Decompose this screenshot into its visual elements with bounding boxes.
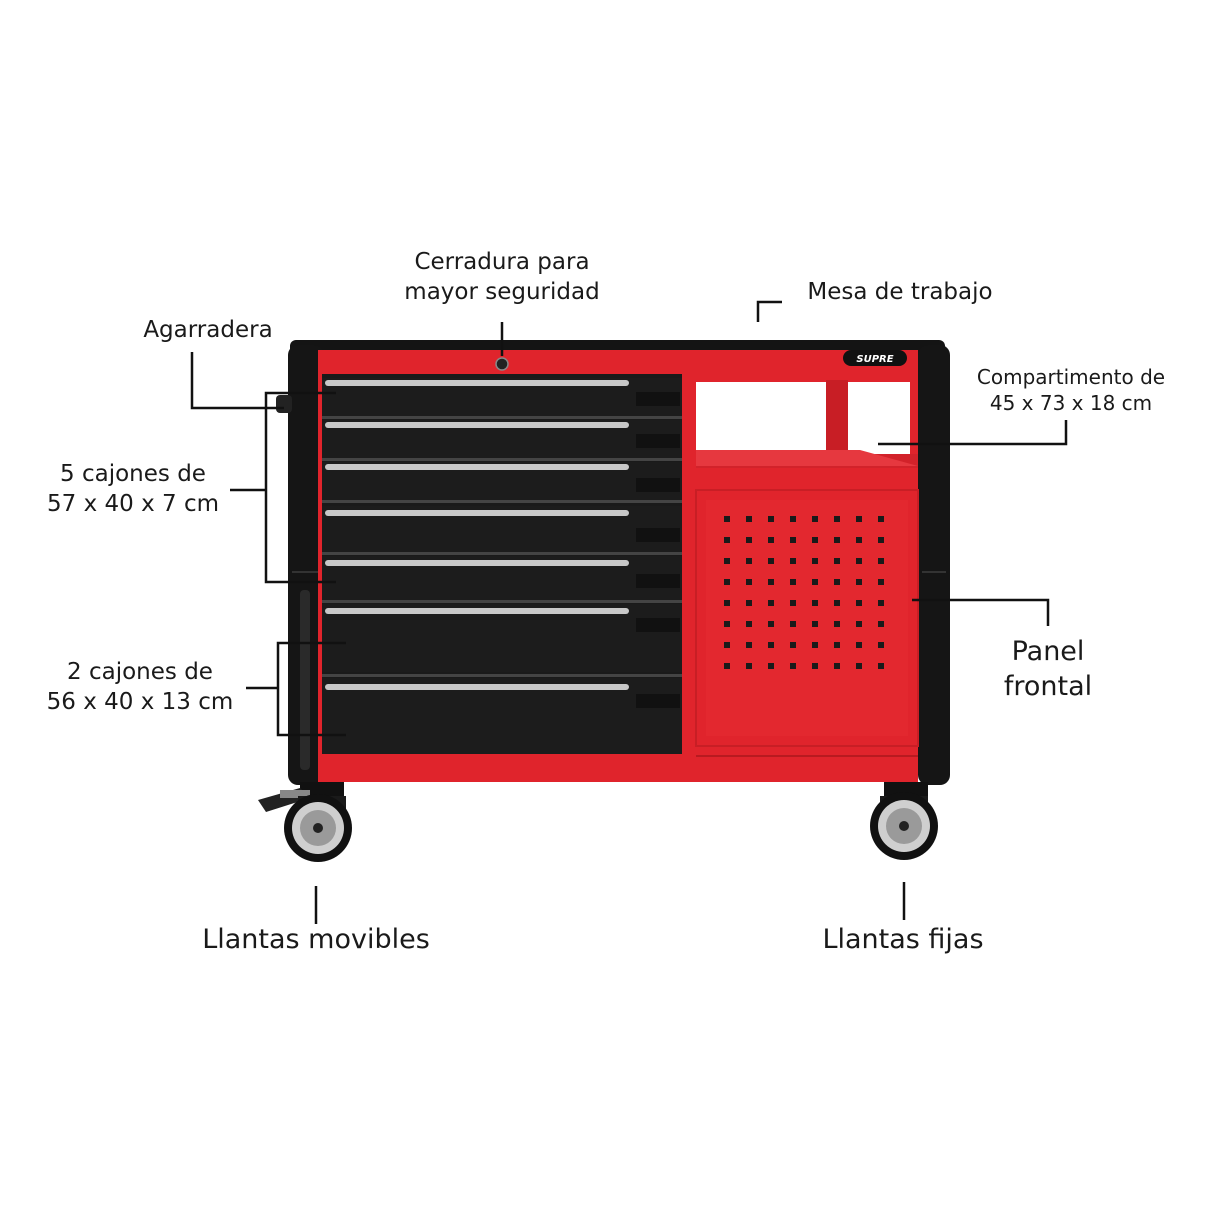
- label-casters-fixed: Llantas fijas: [822, 924, 984, 955]
- pegboard-hole: [768, 579, 774, 585]
- pegboard-hole: [768, 600, 774, 606]
- label-compartment: Compartimento de 45 x 73 x 18 cm: [976, 365, 1166, 415]
- wheel-icon: [284, 794, 352, 862]
- pegboard-hole: [768, 516, 774, 522]
- pegboard-hole: [724, 516, 730, 522]
- pegboard-hole: [834, 537, 840, 543]
- pegboard-hole: [724, 579, 730, 585]
- pegboard-hole: [746, 600, 752, 606]
- lock-icon: [495, 357, 509, 371]
- pegboard-hole: [790, 558, 796, 564]
- pegboard-hole: [856, 516, 862, 522]
- pegboard-hole: [812, 663, 818, 669]
- pegboard-hole: [746, 558, 752, 564]
- pegboard-hole: [856, 558, 862, 564]
- pegboard-hole: [790, 579, 796, 585]
- drawer: [322, 604, 682, 672]
- wheel-icon: [870, 792, 938, 860]
- pegboard-hole: [790, 600, 796, 606]
- pegboard-hole: [812, 600, 818, 606]
- pegboard-hole: [724, 600, 730, 606]
- pegboard-hole: [724, 621, 730, 627]
- pegboard-hole: [834, 516, 840, 522]
- pegboard-hole: [878, 663, 884, 669]
- pegboard-hole: [746, 579, 752, 585]
- side-handle: [276, 395, 292, 413]
- callout-handle: [190, 352, 284, 410]
- pegboard-hole: [768, 642, 774, 648]
- pegboard-hole: [878, 621, 884, 627]
- pegboard-hole: [856, 600, 862, 606]
- pegboard-hole: [856, 621, 862, 627]
- pegboard-hole: [746, 642, 752, 648]
- pegboard-hole: [812, 558, 818, 564]
- open-compartment: [696, 374, 918, 454]
- svg-text:SUPRE: SUPRE: [856, 354, 893, 365]
- pegboard-hole: [856, 579, 862, 585]
- bracket-drawers2: [276, 641, 346, 737]
- pegboard-hole: [834, 600, 840, 606]
- pegboard-hole: [746, 663, 752, 669]
- label-drawers5: 5 cajones de 57 x 40 x 7 cm: [47, 461, 219, 517]
- pegboard-hole: [812, 579, 818, 585]
- pegboard-hole: [746, 516, 752, 522]
- pegboard-hole: [790, 663, 796, 669]
- left-side-post: [288, 345, 324, 785]
- pegboard-hole: [812, 537, 818, 543]
- pegboard-hole: [878, 516, 884, 522]
- pegboard-hole: [746, 621, 752, 627]
- label-lock: Cerradura para mayor seguridad: [404, 249, 600, 305]
- pegboard-holes: [724, 516, 884, 669]
- pegboard-hole: [724, 642, 730, 648]
- pegboard-hole: [790, 642, 796, 648]
- pegboard-hole: [790, 537, 796, 543]
- pegboard-hole: [724, 537, 730, 543]
- pegboard-hole: [878, 558, 884, 564]
- callout-panel: [912, 598, 1050, 626]
- label-handle: Agarradera: [143, 317, 273, 343]
- brake-pedal-icon: [258, 788, 310, 812]
- pegboard-hole: [834, 621, 840, 627]
- pegboard-hole: [768, 537, 774, 543]
- pegboard-hole: [878, 600, 884, 606]
- pegboard-hole: [790, 516, 796, 522]
- pegboard-hole: [768, 621, 774, 627]
- pegboard-hole: [834, 558, 840, 564]
- label-drawers2: 2 cajones de 56 x 40 x 13 cm: [46, 659, 234, 715]
- pegboard-hole: [856, 642, 862, 648]
- callout-compartment: [878, 420, 1068, 446]
- pegboard-hole: [834, 663, 840, 669]
- pegboard-hole: [790, 621, 796, 627]
- drawer-stack: [322, 378, 682, 754]
- callout-workbench: [756, 300, 782, 322]
- pegboard-hole: [856, 663, 862, 669]
- bracket-drawers5: [264, 391, 336, 584]
- pegboard-hole: [878, 537, 884, 543]
- label-workbench: Mesa de trabajo: [807, 279, 993, 305]
- pegboard-hole: [856, 537, 862, 543]
- pegboard-hole: [768, 663, 774, 669]
- pegboard-hole: [812, 642, 818, 648]
- brand-logo: SUPRE: [843, 350, 907, 366]
- pegboard-hole: [746, 537, 752, 543]
- pegboard-hole: [724, 663, 730, 669]
- pegboard-hole: [768, 558, 774, 564]
- label-panel: Panel frontal: [1003, 636, 1093, 703]
- pegboard-hole: [812, 621, 818, 627]
- right-side-post: [918, 345, 950, 785]
- pegboard-hole: [834, 642, 840, 648]
- pegboard-hole: [834, 579, 840, 585]
- pegboard-hole: [878, 642, 884, 648]
- pegboard-hole: [724, 558, 730, 564]
- pegboard-hole: [878, 579, 884, 585]
- label-casters-swivel: Llantas movibles: [202, 924, 430, 955]
- drawer: [322, 678, 682, 754]
- pegboard-hole: [812, 516, 818, 522]
